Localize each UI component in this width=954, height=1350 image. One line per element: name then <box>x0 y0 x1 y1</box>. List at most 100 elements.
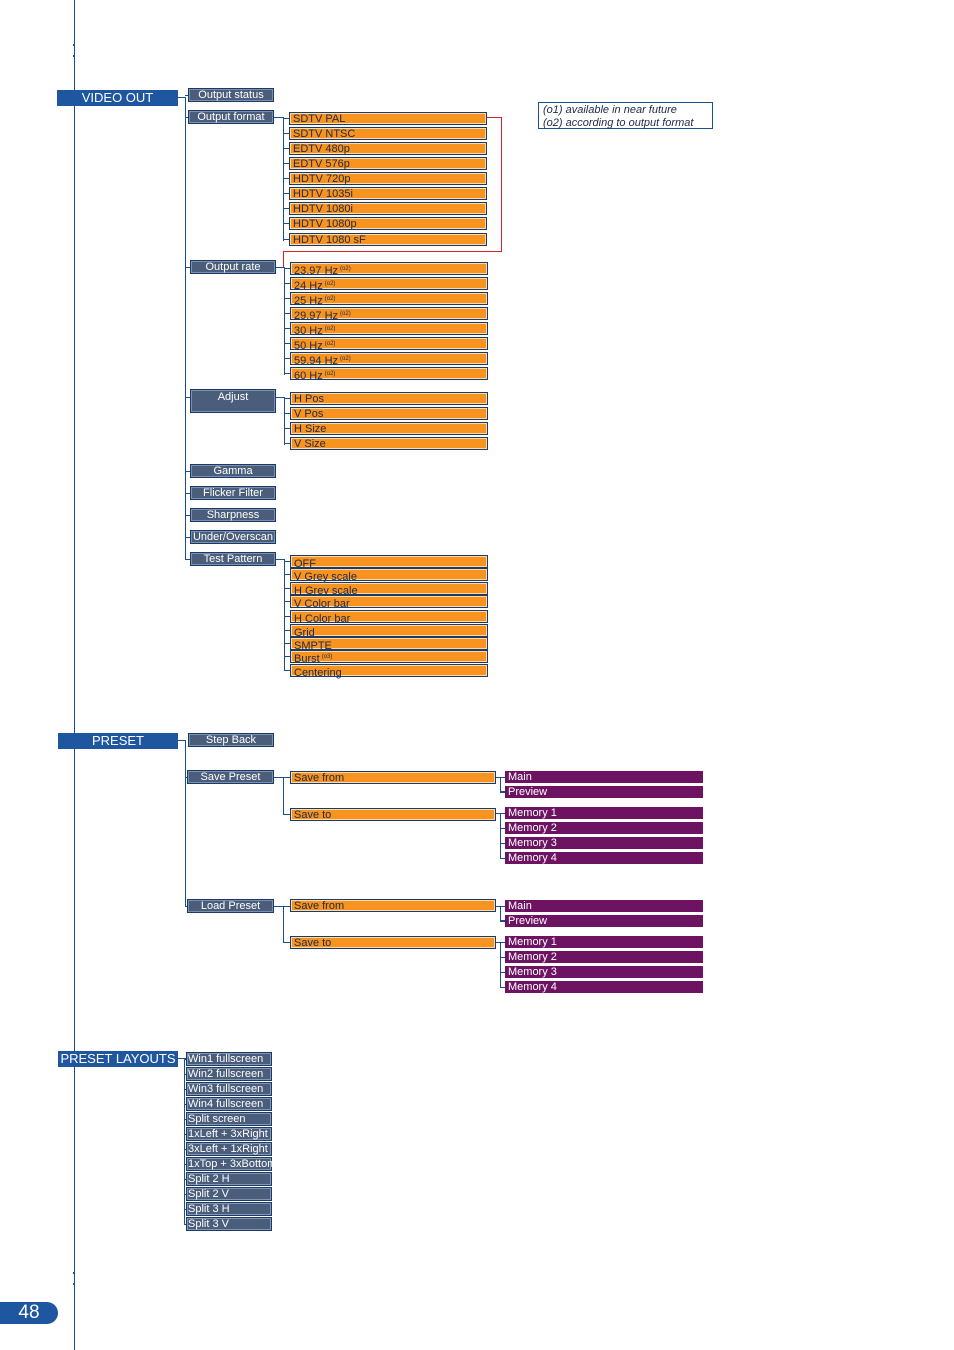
save-preset-source-option[interactable]: Main <box>505 771 703 783</box>
menu-under-overscan[interactable]: Under/Overscan <box>190 530 276 544</box>
menu-step-back[interactable]: Step Back <box>188 733 274 747</box>
output-format-option[interactable]: EDTV 480p <box>289 142 487 155</box>
menu-load-preset[interactable]: Load Preset <box>187 899 274 913</box>
connector <box>500 987 505 988</box>
connector <box>185 267 190 268</box>
output-rate-option[interactable]: 30 Hz(o2) <box>290 322 488 337</box>
adjust-option[interactable]: V Pos <box>290 407 488 420</box>
preset-layout-item[interactable]: 3xLeft + 1xRight <box>186 1142 272 1156</box>
output-format-option[interactable]: HDTV 1080 sF <box>289 233 487 246</box>
save-preset-save-from[interactable]: Save from <box>290 771 496 784</box>
preset-layout-item[interactable]: 1xTop + 3xBottom <box>186 1157 276 1171</box>
adjust-option[interactable]: V Size <box>290 437 488 450</box>
preset-layout-item[interactable]: Win1 fullscreen <box>186 1052 272 1066</box>
connector <box>178 1058 186 1059</box>
save-preset-memory-option-label: Memory 1 <box>508 807 557 819</box>
load-preset-memory-option[interactable]: Memory 1 <box>505 936 703 948</box>
adjust-option[interactable]: H Pos <box>290 392 488 405</box>
load-preset-memory-option-label: Memory 2 <box>508 951 557 963</box>
output-format-option[interactable]: SDTV NTSC <box>289 127 487 140</box>
test-pattern-option[interactable]: V Grey scale <box>290 568 488 583</box>
preset-layout-item[interactable]: Split 3 V <box>186 1217 272 1231</box>
connector <box>284 413 290 414</box>
output-format-option[interactable]: SDTV PAL <box>289 112 487 125</box>
output-format-option[interactable]: EDTV 576p <box>289 157 487 170</box>
connector <box>178 740 186 741</box>
connector <box>184 1074 186 1075</box>
menu-gamma[interactable]: Gamma <box>190 464 276 478</box>
save-preset-memory-option[interactable]: Memory 3 <box>505 837 703 849</box>
preset-layout-item[interactable]: 1xLeft + 3xRight <box>186 1127 272 1141</box>
output-rate-option[interactable]: 24 Hz(o2) <box>290 277 488 292</box>
test-pattern-option[interactable]: Centering <box>290 664 488 679</box>
connector <box>500 813 505 814</box>
output-format-option-label: SDTV NTSC <box>293 128 356 140</box>
preset-layout-item-label: Split 3 V <box>188 1218 229 1230</box>
section-preset[interactable]: PRESET <box>58 733 178 749</box>
output-rate-option-label: 29.97 Hz <box>294 310 339 322</box>
menu-sharpness[interactable]: Sharpness <box>190 508 276 522</box>
connector <box>500 920 505 921</box>
preset-layout-item-label: 1xTop + 3xBottom <box>188 1158 277 1170</box>
save-preset-memory-option[interactable]: Memory 4 <box>505 852 703 864</box>
output-rate-option[interactable]: 59.94 Hz(o2) <box>290 352 488 367</box>
output-rate-option[interactable]: 23.97 Hz(o2) <box>290 262 488 277</box>
output-format-option[interactable]: HDTV 720p <box>289 172 487 185</box>
test-pattern-option[interactable]: SMPTE <box>290 637 488 652</box>
section-video-out[interactable]: VIDEO OUT <box>57 90 178 106</box>
preset-layout-item[interactable]: Win3 fullscreen <box>186 1082 272 1096</box>
connector <box>500 906 501 921</box>
connector <box>185 559 190 560</box>
load-preset-source-option[interactable]: Preview <box>505 915 703 927</box>
load-preset-memory-option[interactable]: Memory 3 <box>505 966 703 978</box>
format-rate-link <box>283 251 502 252</box>
save-preset-save-to[interactable]: Save to <box>290 808 496 821</box>
output-rate-option-note: (o2) <box>324 281 336 287</box>
menu-test-pattern[interactable]: Test Pattern <box>190 552 276 566</box>
test-pattern-option[interactable]: H Color bar <box>290 610 488 625</box>
output-rate-option[interactable]: 50 Hz(o2) <box>290 337 488 352</box>
test-pattern-option[interactable]: Burst(o3) <box>290 650 488 665</box>
output-rate-option[interactable]: 25 Hz(o2) <box>290 292 488 307</box>
menu-save-preset[interactable]: Save Preset <box>187 770 274 784</box>
output-format-option[interactable]: HDTV 1080i <box>289 202 487 215</box>
connector <box>284 670 290 671</box>
connector <box>500 791 505 792</box>
save-preset-source-option[interactable]: Preview <box>505 786 703 798</box>
section-preset-layouts[interactable]: PRESET LAYOUTS <box>58 1051 178 1067</box>
load-preset-source-option[interactable]: Main <box>505 900 703 912</box>
connector <box>284 574 290 575</box>
menu-flicker-filter[interactable]: Flicker Filter <box>190 486 276 500</box>
load-preset-save-to[interactable]: Save to <box>290 936 496 949</box>
menu-adjust[interactable]: Adjust <box>190 389 276 413</box>
test-pattern-option[interactable]: Grid <box>290 624 488 639</box>
menu-output-format[interactable]: Output format <box>188 110 274 124</box>
output-format-option[interactable]: HDTV 1035i <box>289 187 487 200</box>
test-pattern-option-label: SMPTE <box>294 640 332 652</box>
menu-output-status[interactable]: Output status <box>188 88 274 102</box>
connector <box>284 358 290 359</box>
load-preset-save-from[interactable]: Save from <box>290 899 496 912</box>
preset-layout-item[interactable]: Split screen <box>186 1112 272 1126</box>
load-preset-memory-option[interactable]: Memory 4 <box>505 981 703 993</box>
menu-output-rate[interactable]: Output rate <box>190 260 276 274</box>
adjust-option[interactable]: H Size <box>290 422 488 435</box>
output-rate-option[interactable]: 60 Hz(o2) <box>290 367 488 382</box>
preset-layout-item-label: Split screen <box>188 1113 246 1125</box>
test-pattern-option-label: H Grey scale <box>294 585 358 597</box>
save-preset-memory-option[interactable]: Memory 1 <box>505 807 703 819</box>
save-preset-memory-option[interactable]: Memory 2 <box>505 822 703 834</box>
output-rate-option[interactable]: 29.97 Hz(o2) <box>290 307 488 322</box>
test-pattern-option[interactable]: OFF <box>290 555 488 570</box>
connector <box>185 515 190 516</box>
test-pattern-option[interactable]: H Grey scale <box>290 582 488 597</box>
connector <box>274 777 290 778</box>
preset-layout-item[interactable]: Win2 fullscreen <box>186 1067 272 1081</box>
preset-layout-item[interactable]: Split 3 H <box>186 1202 272 1216</box>
test-pattern-option[interactable]: V Color bar <box>290 595 488 610</box>
preset-layout-item[interactable]: Split 2 V <box>186 1187 272 1201</box>
output-format-option[interactable]: HDTV 1080p <box>289 217 487 230</box>
preset-layout-item[interactable]: Win4 fullscreen <box>186 1097 272 1111</box>
load-preset-memory-option[interactable]: Memory 2 <box>505 951 703 963</box>
preset-layout-item[interactable]: Split 2 H <box>186 1172 272 1186</box>
